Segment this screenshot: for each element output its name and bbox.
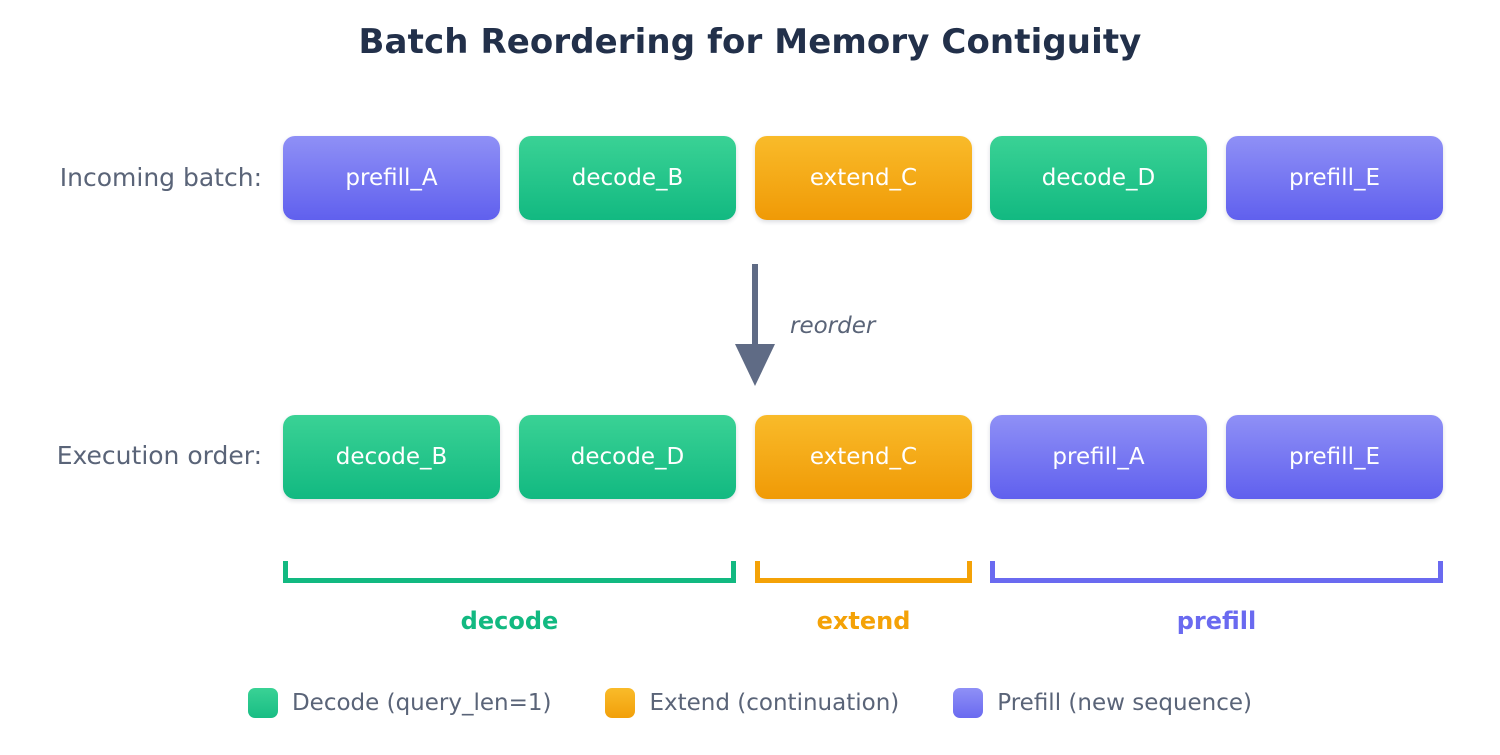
legend: Decode (query_len=1) Extend (continuatio… (0, 688, 1500, 718)
execution-order-label: Execution order: (56, 441, 262, 470)
group-bracket-prefill (990, 561, 1443, 583)
legend-item-decode: Decode (query_len=1) (247, 688, 552, 718)
exec-box-prefill-a: prefill_A (990, 415, 1207, 499)
group-label-prefill: prefill (1176, 607, 1257, 635)
group-bracket-extend (755, 561, 972, 583)
legend-label-prefill: Prefill (new sequence) (997, 690, 1253, 716)
legend-swatch-decode-icon (247, 688, 278, 718)
reorder-arrow-icon (700, 262, 830, 392)
legend-item-extend: Extend (continuation) (605, 688, 899, 718)
legend-label-extend: Extend (continuation) (649, 690, 900, 716)
batch-box-decode-b: decode_B (519, 136, 736, 220)
legend-swatch-extend-icon (605, 688, 636, 718)
group-label-decode: decode (460, 607, 559, 635)
batch-box-prefill-a: prefill_A (283, 136, 500, 220)
batch-box-extend-c: extend_C (755, 136, 972, 220)
reorder-arrow-label: reorder (790, 313, 876, 339)
group-label-extend: extend (816, 607, 911, 635)
legend-label-decode: Decode (query_len=1) (291, 690, 552, 716)
exec-box-extend-c: extend_C (755, 415, 972, 499)
exec-box-decode-d: decode_D (519, 415, 736, 499)
page-title: Batch Reordering for Memory Contiguity (358, 22, 1142, 62)
incoming-batch-label: Incoming batch: (59, 163, 262, 192)
legend-swatch-prefill-icon (953, 688, 984, 718)
group-bracket-decode (283, 561, 736, 583)
batch-box-decode-d: decode_D (990, 136, 1207, 220)
batch-box-prefill-e: prefill_E (1226, 136, 1443, 220)
exec-box-decode-b: decode_B (283, 415, 500, 499)
exec-box-prefill-e: prefill_E (1226, 415, 1443, 499)
legend-item-prefill: Prefill (new sequence) (953, 688, 1252, 718)
